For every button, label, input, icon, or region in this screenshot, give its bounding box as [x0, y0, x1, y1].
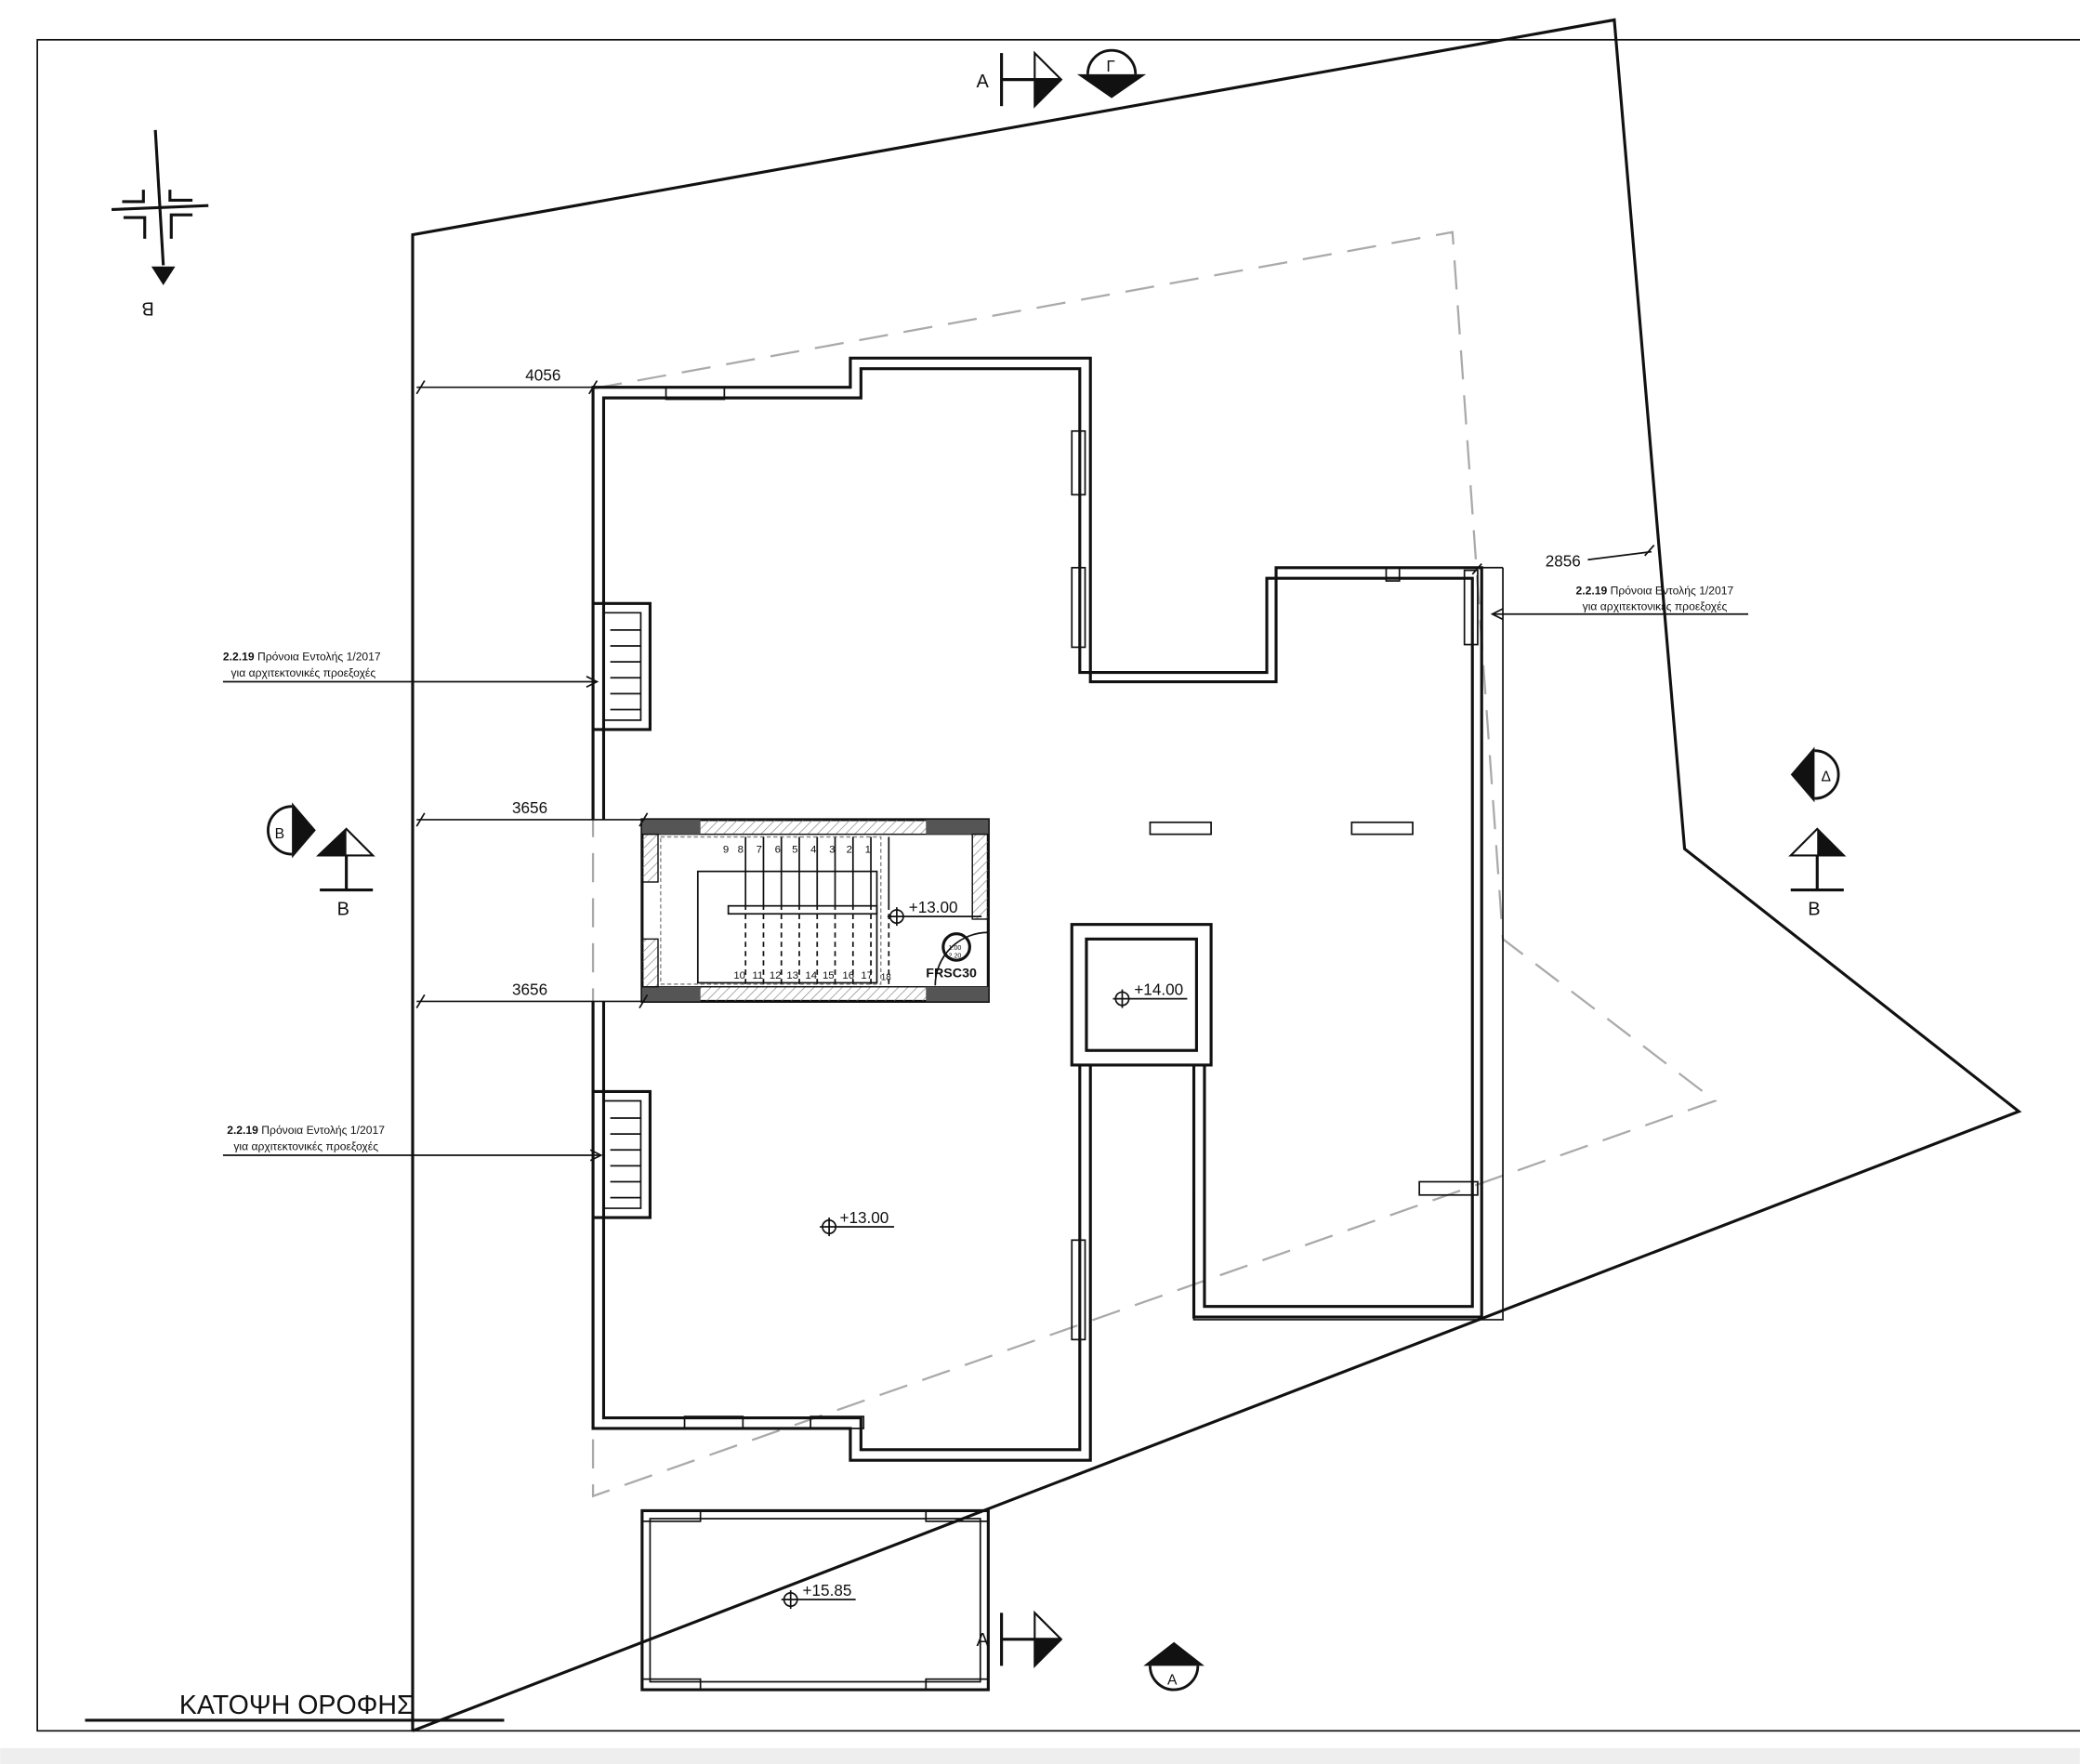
step-15: 15: [823, 970, 835, 981]
sheet-border: [36, 38, 2080, 1732]
section-marker-a-bottom: [1000, 1610, 1205, 1692]
dimension-middle-2: 3656: [512, 981, 547, 998]
note-right: 2.2.19 Πρόνοια Εντολής 1/2017 για αρχιτε…: [1576, 584, 1734, 612]
orientation-cross-icon: [111, 129, 209, 285]
note-line1: Πρόνοια Εντολής 1/2017: [261, 1124, 385, 1137]
section-marker-a-top: [1000, 50, 1063, 109]
step-9: 9: [723, 845, 729, 856]
building-walls: [591, 356, 1504, 1462]
section-d-label: Δ: [1822, 770, 1831, 785]
door-height: 2.20: [949, 952, 962, 959]
fire-door-label: FRSC30: [926, 967, 977, 981]
note-code: 2.2.19: [227, 1124, 258, 1137]
stair-roof-slab: [640, 1508, 990, 1692]
note-left-lower: 2.2.19 Πρόνοια Εντολής 1/2017 για αρχιτε…: [227, 1124, 385, 1152]
section-b-label-left: B: [337, 900, 349, 920]
note-code: 2.2.19: [223, 651, 255, 664]
step-18: 18: [881, 973, 892, 983]
step-16: 16: [842, 970, 854, 981]
step-14: 14: [805, 970, 817, 981]
dimension-middle-1: 3656: [512, 799, 547, 817]
stair-core: [640, 818, 990, 1004]
orientation-label: B: [141, 297, 153, 318]
building-line-dashed: [591, 230, 1718, 1498]
step-3: 3: [829, 845, 835, 856]
step-1: 1: [865, 845, 871, 856]
drawing-title: ΚΑΤΟΨΗ ΟΡΟΦΗΣ: [179, 1691, 414, 1720]
note-line2: για αρχιτεκτονικές προεξοχές: [1583, 599, 1728, 612]
section-marker-d-right: [1788, 746, 1847, 892]
section-marker-g: [1076, 48, 1147, 99]
note-line1: Πρόνοια Εντολής 1/2017: [257, 651, 381, 664]
step-17: 17: [861, 970, 873, 981]
section-b-label-right: B: [1808, 900, 1820, 920]
level-raised-slab: +14.00: [1134, 981, 1183, 998]
svg-text:2.2.19 Πρόνοια Εντολής 1/2017: 2.2.19 Πρόνοια Εντολής 1/2017: [1576, 584, 1734, 597]
plot-boundary: [411, 18, 2022, 1732]
note-line2: για αρχιτεκτονικές προεξοχές: [230, 666, 375, 679]
svg-text:2.2.19 Πρόνοια Εντολής 1/2017: 2.2.19 Πρόνοια Εντολής 1/2017: [227, 1124, 385, 1137]
step-11: 11: [752, 970, 763, 981]
step-8: 8: [738, 845, 744, 856]
dimension-lines: [222, 380, 1749, 1162]
level-marker-symbols: [781, 907, 1188, 1610]
step-7: 7: [757, 845, 762, 856]
note-code: 2.2.19: [1576, 584, 1608, 597]
section-a-label-bottom: A: [977, 1630, 990, 1651]
step-5: 5: [792, 845, 797, 856]
section-g-label: Γ: [1106, 58, 1114, 75]
dimension-right: 2856: [1546, 552, 1581, 570]
level-stair-roof: +15.85: [803, 1582, 852, 1599]
section-a-label-top: A: [977, 72, 990, 92]
bottom-bar: [0, 1747, 2080, 1764]
door-width: 1.00: [949, 944, 962, 952]
section-b-circle-label-left: B: [275, 826, 284, 842]
level-stair: +13.00: [909, 899, 958, 916]
section-a-circle-label: A: [1167, 1672, 1178, 1688]
level-floor: +13.00: [840, 1209, 889, 1227]
step-13: 13: [786, 970, 798, 981]
note-line1: Πρόνοια Εντολής 1/2017: [1611, 584, 1734, 597]
step-6: 6: [775, 845, 781, 856]
step-2: 2: [847, 845, 852, 856]
section-marker-b-left: [267, 802, 375, 892]
step-10: 10: [733, 970, 745, 981]
step-4: 4: [810, 845, 817, 856]
note-line2: για αρχιτεκτονικές προεξοχές: [233, 1139, 378, 1152]
dimension-top: 4056: [525, 367, 560, 385]
svg-text:2.2.19 Πρόνοια Εντολής 1/2017: 2.2.19 Πρόνοια Εντολής 1/2017: [223, 651, 381, 664]
step-12: 12: [770, 970, 782, 981]
note-left-upper: 2.2.19 Πρόνοια Εντολής 1/2017 για αρχιτε…: [223, 651, 381, 679]
